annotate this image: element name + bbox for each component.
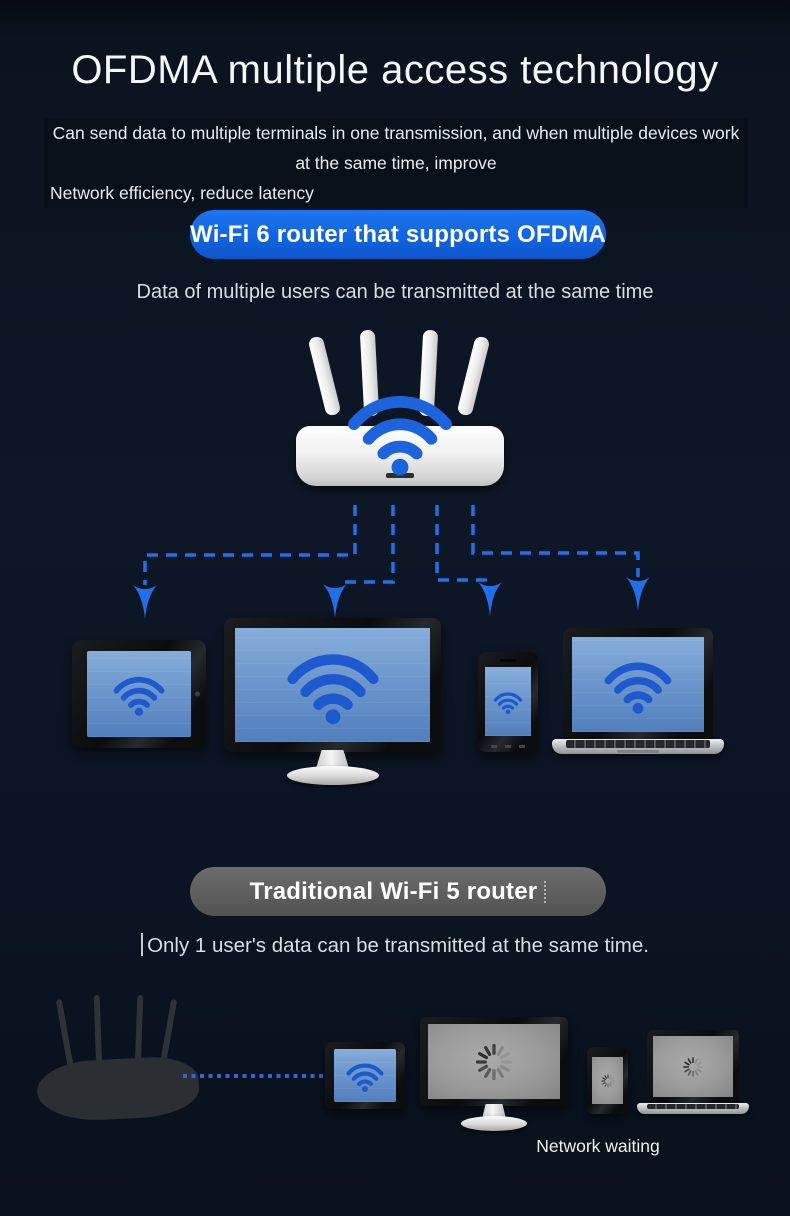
wifi5-caption-text: Only 1 user's data can be transmitted at… xyxy=(147,934,649,957)
monitor-screen xyxy=(235,628,430,742)
text-cursor-artifact xyxy=(544,880,547,903)
monitor-device xyxy=(224,618,441,785)
tablet-screen xyxy=(334,1049,396,1102)
arrow-down-icon xyxy=(323,584,347,618)
laptop-device-waiting xyxy=(637,1030,749,1114)
laptop-keys xyxy=(647,1104,739,1109)
router-antenna xyxy=(456,335,491,417)
wifi-icon xyxy=(492,687,524,714)
phone-screen xyxy=(485,667,531,736)
wifi6-router-graphic xyxy=(285,329,515,510)
monitor-stand-base xyxy=(461,1116,527,1131)
monitor-stand-neck xyxy=(315,750,350,770)
laptop-keys xyxy=(566,740,710,748)
wifi-icon xyxy=(341,380,459,478)
wifi6-badge-label: Wi-Fi 6 router that supports OFDMA xyxy=(190,220,606,248)
camera-icon xyxy=(195,691,200,697)
monitor-screen xyxy=(428,1024,560,1099)
arrow-down-icon xyxy=(133,585,157,619)
description-line-1: Can send data to multiple terminals in o… xyxy=(52,123,740,173)
loading-spinner-icon xyxy=(681,1055,705,1079)
wifi-icon xyxy=(281,640,385,726)
monitor-stand-base xyxy=(286,766,379,785)
page-description: Can send data to multiple terminals in o… xyxy=(44,118,748,208)
description-line-2: Network efficiency, reduce latency xyxy=(50,183,314,203)
wifi5-router-graphic xyxy=(35,994,205,1135)
network-waiting-label: Network waiting xyxy=(536,1136,660,1156)
laptop-screen xyxy=(572,637,704,732)
phone-device-waiting xyxy=(587,1047,628,1114)
tablet-screen xyxy=(87,651,191,737)
router-body xyxy=(296,426,504,486)
laptop-keyboard-deck xyxy=(552,739,724,754)
loading-spinner-icon xyxy=(600,1073,616,1089)
laptop-trackpad xyxy=(617,750,659,753)
dotted-connection-line xyxy=(183,1074,323,1078)
wifi5-badge: Traditional Wi-Fi 5 router xyxy=(190,867,606,916)
tablet-device-connected xyxy=(325,1042,405,1109)
phone-screen xyxy=(592,1057,623,1104)
arrow-down-icon xyxy=(478,582,502,616)
laptop-keyboard-deck xyxy=(637,1103,749,1114)
router-body xyxy=(35,1054,201,1124)
wifi6-badge: Wi-Fi 6 router that supports OFDMA xyxy=(190,210,606,259)
wifi-icon xyxy=(344,1057,386,1092)
wifi5-caption: Only 1 user's data can be transmitted at… xyxy=(0,933,790,958)
tablet-device xyxy=(72,640,206,748)
wifi6-caption: Data of multiple users can be transmitte… xyxy=(136,281,654,303)
text-cursor-artifact xyxy=(141,933,144,956)
phone-nav-keys xyxy=(491,745,525,748)
monitor-device-waiting xyxy=(420,1017,568,1133)
arrow-down-icon xyxy=(626,577,650,611)
laptop-device xyxy=(552,628,724,754)
wifi-icon xyxy=(600,652,676,715)
wifi5-badge-label: Traditional Wi-Fi 5 router xyxy=(249,877,538,905)
earpiece-icon xyxy=(500,659,516,662)
laptop-screen xyxy=(653,1036,733,1097)
page-title: OFDMA multiple access technology xyxy=(71,48,719,92)
monitor-stand-neck xyxy=(482,1104,506,1119)
router-antenna xyxy=(55,999,75,1071)
wifi-icon xyxy=(110,669,168,717)
phone-device xyxy=(478,652,538,752)
connection-lines xyxy=(133,505,650,619)
loading-spinner-icon xyxy=(472,1040,516,1084)
router-antenna xyxy=(307,335,342,417)
